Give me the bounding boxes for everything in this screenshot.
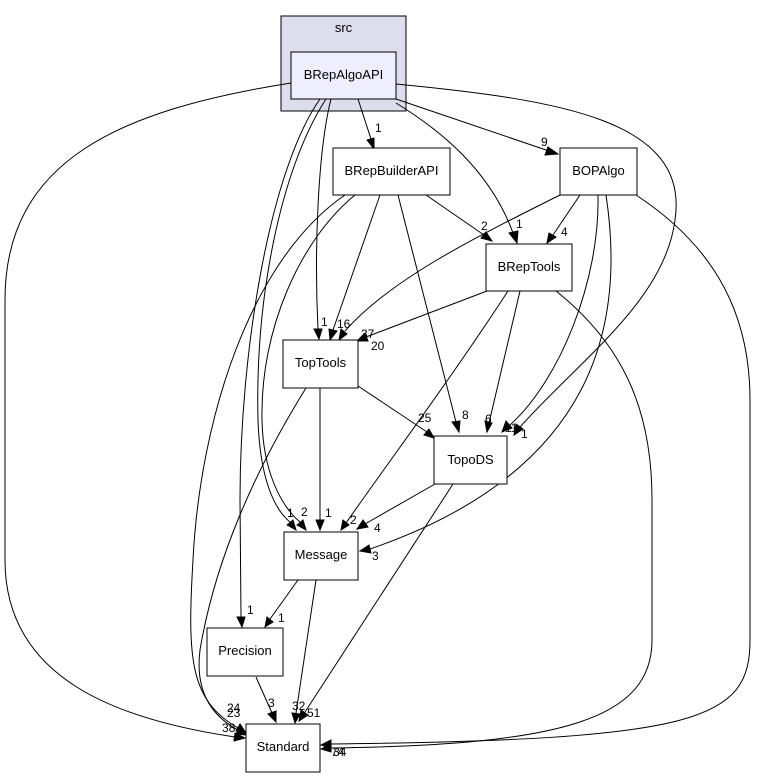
edge-bopalgo-toptools[interactable]: 37 (338, 194, 561, 342)
node-label: TopoDS (447, 452, 494, 467)
node-box (485, 243, 573, 292)
edge-weight-label: 2 (481, 219, 488, 233)
edge-weight-label: 24 (227, 701, 241, 715)
edge-weight-label: 23 (227, 706, 241, 720)
edge-breptools-toptools[interactable]: 20 (355, 290, 488, 353)
node-box (332, 147, 451, 196)
node-label: Precision (218, 643, 271, 658)
node-message[interactable]: Message (283, 531, 359, 581)
node-label: TopTools (295, 355, 347, 370)
edge-topods-standard[interactable]: 51 (298, 483, 454, 723)
node-label: BRepAlgoAPI (304, 67, 384, 82)
edge-weight-label: 2 (301, 505, 308, 519)
edge-weight-label: 34 (333, 745, 347, 759)
edge-weight-label: 3 (372, 549, 379, 563)
edge-topods-message[interactable]: 4 (355, 483, 436, 535)
node-box (245, 723, 321, 773)
edge-weight-label: 1 (278, 611, 285, 625)
edge-weight-label: 2 (350, 513, 357, 527)
edge-brepbuilderapi-topods[interactable]: 8 (397, 194, 469, 434)
edge-weight-label: 32 (292, 699, 306, 713)
edge-bopalgo-standard[interactable]: 74 (319, 194, 751, 759)
node-box (559, 147, 638, 196)
node-box (283, 531, 359, 581)
edge-toptools-standard[interactable]: 23 (198, 387, 307, 736)
cluster-label: src (335, 20, 353, 35)
edge-weight-label: 20 (371, 339, 385, 353)
node-breptools[interactable]: BRepTools (485, 243, 573, 292)
edge-toptools-message[interactable]: 1 (315, 388, 332, 532)
edge-weight-label: 1 (516, 217, 523, 231)
edge-message-precision[interactable]: 1 (264, 579, 299, 629)
node-standard[interactable]: Standard (245, 723, 321, 773)
node-label: BRepTools (498, 259, 561, 274)
edge-weight-label: 8 (462, 408, 469, 422)
node-toptools[interactable]: TopTools (282, 339, 359, 389)
node-box (282, 339, 359, 389)
edge-brepbuilderapi-message[interactable]: 2 (261, 194, 356, 532)
node-box (433, 435, 508, 485)
edge-brepbuilderapi-standard[interactable]: 24 (190, 194, 346, 734)
edge-weight-label: 1 (325, 506, 332, 520)
edge-breptools-standard[interactable]: 34 (319, 290, 653, 759)
edge-brepalgoapi-brepbuilderapi[interactable]: 1 (357, 98, 382, 151)
edge-weight-label: 4 (374, 521, 381, 535)
edge-message-standard[interactable]: 32 (291, 579, 317, 725)
node-label: BRepBuilderAPI (345, 163, 439, 178)
edges: 1 9 1 1 1 1 1 (4, 82, 751, 759)
edge-bopalgo-breptools[interactable]: 4 (546, 194, 581, 245)
edge-weight-label: 3 (268, 696, 275, 710)
edge-weight-label: 25 (418, 411, 432, 425)
edge-brepbuilderapi-toptools[interactable]: 16 (328, 194, 381, 342)
edge-precision-standard[interactable]: 3 (255, 676, 277, 724)
nodes: BRepAlgoAPI BRepBuilderAPI BOPAlgo BRepT… (206, 51, 638, 773)
node-brepalgoapi[interactable]: BRepAlgoAPI (290, 51, 397, 100)
edge-weight-label: 51 (307, 706, 321, 720)
edge-weight-label: 74 (331, 745, 345, 759)
node-bopalgo[interactable]: BOPAlgo (559, 147, 638, 196)
edge-weight-label: 1 (521, 427, 528, 441)
edge-weight-label: 16 (337, 317, 351, 331)
node-label: BOPAlgo (572, 163, 625, 178)
edge-brepbuilderapi-breptools[interactable]: 2 (425, 194, 494, 242)
edge-bopalgo-topods[interactable]: 11 (501, 194, 599, 435)
edge-brepalgoapi-standard[interactable]: 38 (4, 82, 292, 742)
edge-weight-label: 11 (505, 421, 518, 435)
node-label: Standard (257, 739, 310, 754)
edge-breptools-topods[interactable]: 6 (484, 290, 521, 434)
edge-brepalgoapi-topods[interactable]: 1 (395, 83, 677, 441)
edge-weight-label: 1 (321, 315, 328, 329)
edge-brepalgoapi-toptools[interactable]: 1 (313, 98, 332, 341)
edge-weight-label: 9 (541, 135, 548, 149)
edge-toptools-topods[interactable]: 25 (357, 385, 436, 439)
node-topods[interactable]: TopoDS (433, 435, 508, 485)
edge-brepalgoapi-bopalgo[interactable]: 9 (395, 98, 560, 156)
node-brepbuilderapi[interactable]: BRepBuilderAPI (332, 147, 451, 196)
edge-weight-label: 6 (485, 412, 492, 426)
edge-brepalgoapi-precision[interactable]: 1 (236, 98, 321, 629)
node-label: Message (295, 547, 348, 562)
edge-weight-label: 1 (247, 603, 254, 617)
edge-brepalgoapi-breptools[interactable]: 1 (395, 102, 523, 245)
edge-weight-label: 1 (375, 121, 382, 135)
edge-weight-label: 4 (561, 225, 568, 239)
node-box (290, 51, 397, 100)
edge-breptools-message[interactable]: 2 (340, 290, 509, 532)
node-precision[interactable]: Precision (206, 627, 284, 677)
node-box (206, 627, 284, 677)
edge-bopalgo-message[interactable]: 3 (358, 194, 612, 563)
